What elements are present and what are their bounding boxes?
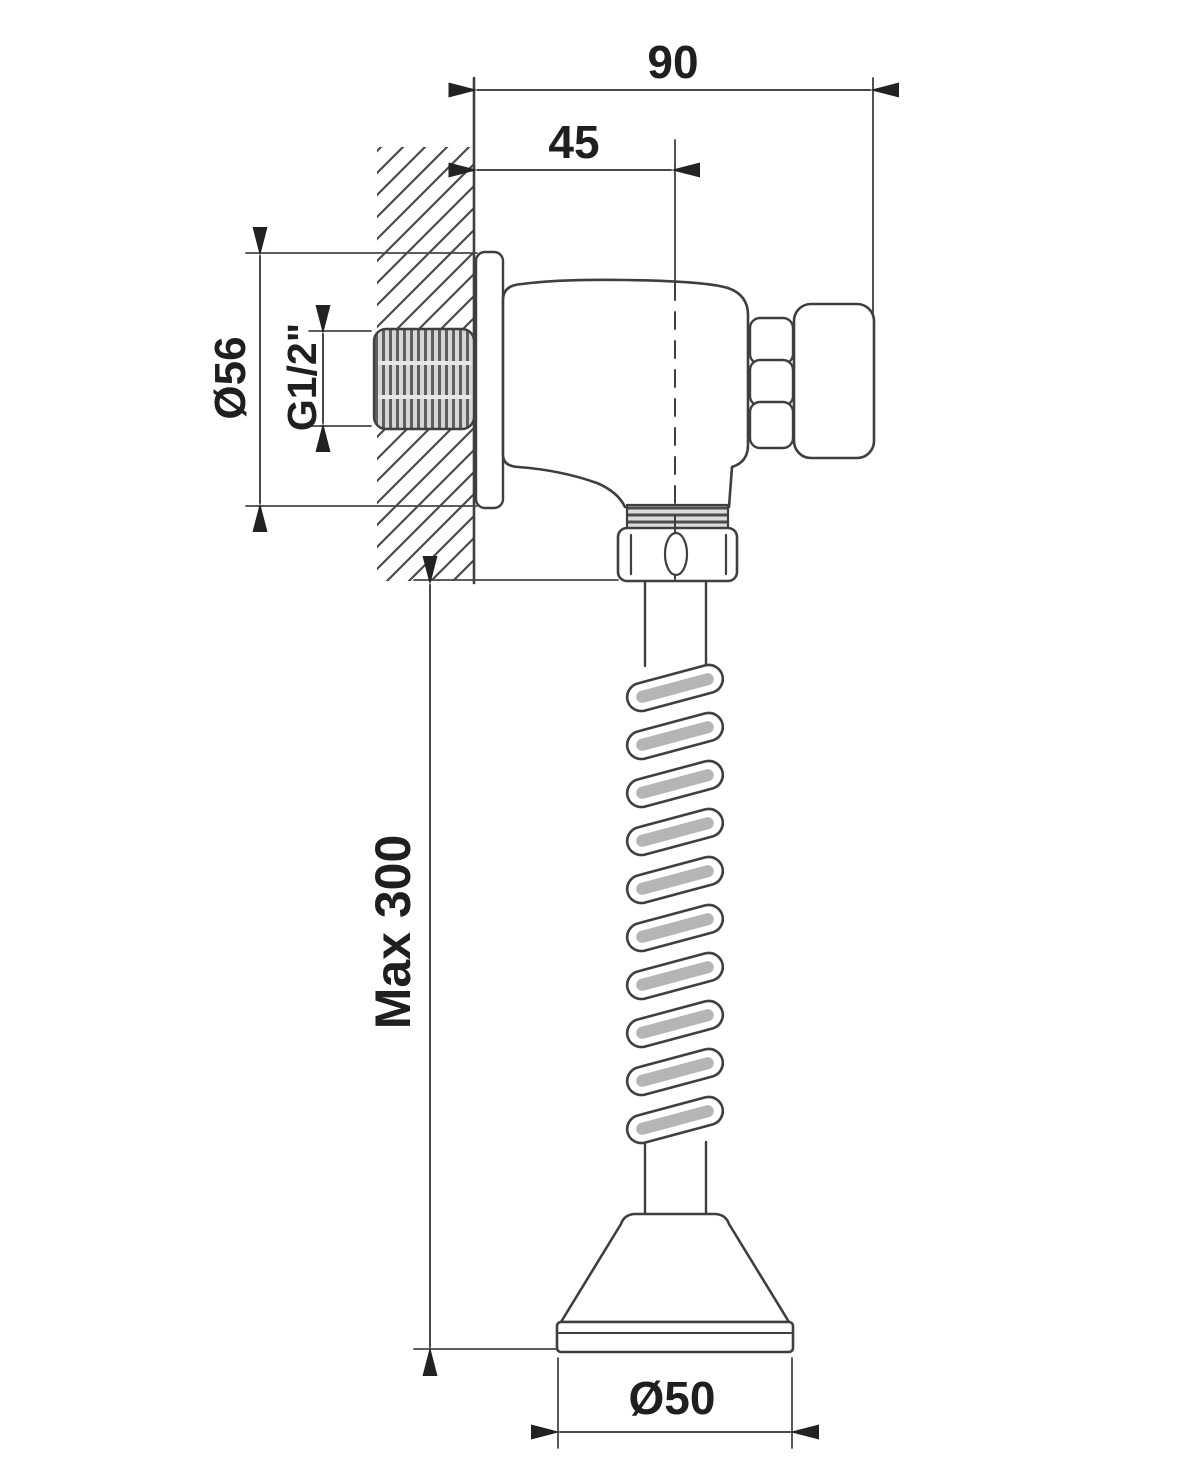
push-button — [792, 302, 876, 460]
dim-inlet-thread-g12 — [308, 305, 372, 452]
wall-plate — [474, 250, 505, 510]
dim-flange-diameter-56 — [245, 227, 478, 532]
dim-label-inlet-thread: G1/2" — [279, 323, 325, 431]
spiral-hose — [622, 660, 728, 1148]
dim-outlet-diameter-50 — [531, 1357, 819, 1449]
dim-label-flange-diameter: Ø56 — [206, 336, 255, 419]
inlet-thread — [372, 327, 476, 431]
hex-nut — [748, 316, 795, 450]
dim-label-overall-depth: 90 — [647, 36, 698, 88]
dimension-labels: 90 45 Ø56 G1/2" Max 300 Ø50 — [206, 36, 715, 1424]
dim-label-depth-to-center: 45 — [548, 116, 599, 168]
connecting-tube-upper — [643, 579, 708, 668]
dimension-lines — [245, 82, 899, 1449]
nut-slot-oval — [663, 531, 689, 577]
artwork — [372, 76, 876, 1354]
outlet-thread — [625, 503, 730, 531]
outlet-bell-cone — [559, 1212, 791, 1324]
coupling-nut-details — [629, 531, 728, 577]
dim-label-hose-max-length: Max 300 — [365, 835, 421, 1030]
dim-label-outlet-diameter: Ø50 — [629, 1372, 716, 1424]
dim-hose-max-length-300 — [413, 556, 619, 1376]
outlet-bell-rim — [555, 1320, 795, 1354]
valve-body — [501, 278, 750, 509]
connecting-tube-lower — [643, 1140, 708, 1216]
